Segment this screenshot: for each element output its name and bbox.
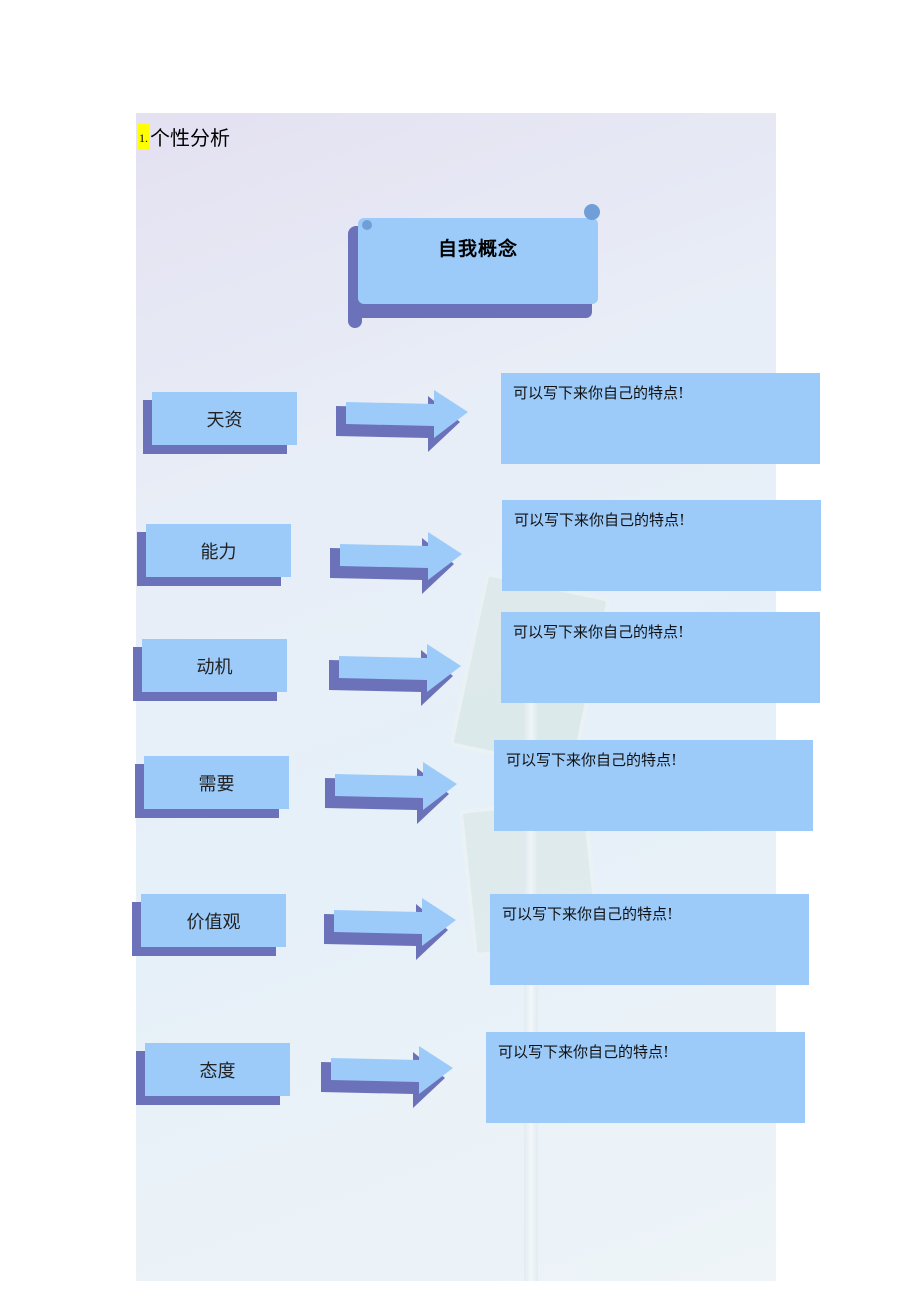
label-text: 价值观 — [186, 912, 241, 933]
section-heading: 1. 个性分析 — [138, 122, 230, 151]
label-box-ability: 能力 — [137, 524, 295, 588]
heading-number: 1. — [138, 123, 149, 150]
label-text: 动机 — [196, 657, 233, 678]
self-concept-scroll: 自我概念 — [348, 204, 604, 330]
answer-box[interactable]: 可以写下来你自己的特点! — [501, 373, 820, 464]
answer-box[interactable]: 可以写下来你自己的特点! — [494, 740, 813, 831]
label-box-values: 价值观 — [132, 894, 290, 958]
answer-hint: 可以写下来你自己的特点! — [506, 751, 678, 769]
self-concept-title: 自我概念 — [437, 238, 518, 260]
answer-hint: 可以写下来你自己的特点! — [498, 1043, 670, 1061]
answer-hint: 可以写下来你自己的特点! — [513, 384, 685, 402]
answer-hint: 可以写下来你自己的特点! — [502, 905, 674, 923]
heading-title: 个性分析 — [150, 126, 230, 150]
answer-box[interactable]: 可以写下来你自己的特点! — [502, 500, 821, 591]
label-text: 需要 — [198, 774, 235, 795]
answer-hint: 可以写下来你自己的特点! — [513, 623, 685, 641]
label-box-needs: 需要 — [135, 756, 293, 820]
answer-box[interactable]: 可以写下来你自己的特点! — [490, 894, 809, 985]
label-box-aptitude: 天资 — [143, 392, 301, 456]
label-text: 天资 — [206, 410, 243, 431]
label-box-attitude: 态度 — [136, 1043, 294, 1107]
label-text: 能力 — [200, 542, 237, 563]
arrow-right-icon — [325, 760, 459, 826]
arrow-right-icon — [336, 388, 470, 454]
arrow-right-icon — [321, 1044, 455, 1110]
answer-box[interactable]: 可以写下来你自己的特点! — [486, 1032, 805, 1123]
answer-box[interactable]: 可以写下来你自己的特点! — [501, 612, 820, 703]
arrow-right-icon — [324, 896, 458, 962]
arrow-right-icon — [329, 642, 463, 708]
answer-hint: 可以写下来你自己的特点! — [514, 511, 686, 529]
label-text: 态度 — [199, 1061, 236, 1082]
arrow-right-icon — [330, 530, 464, 596]
label-box-motivation: 动机 — [133, 639, 291, 703]
